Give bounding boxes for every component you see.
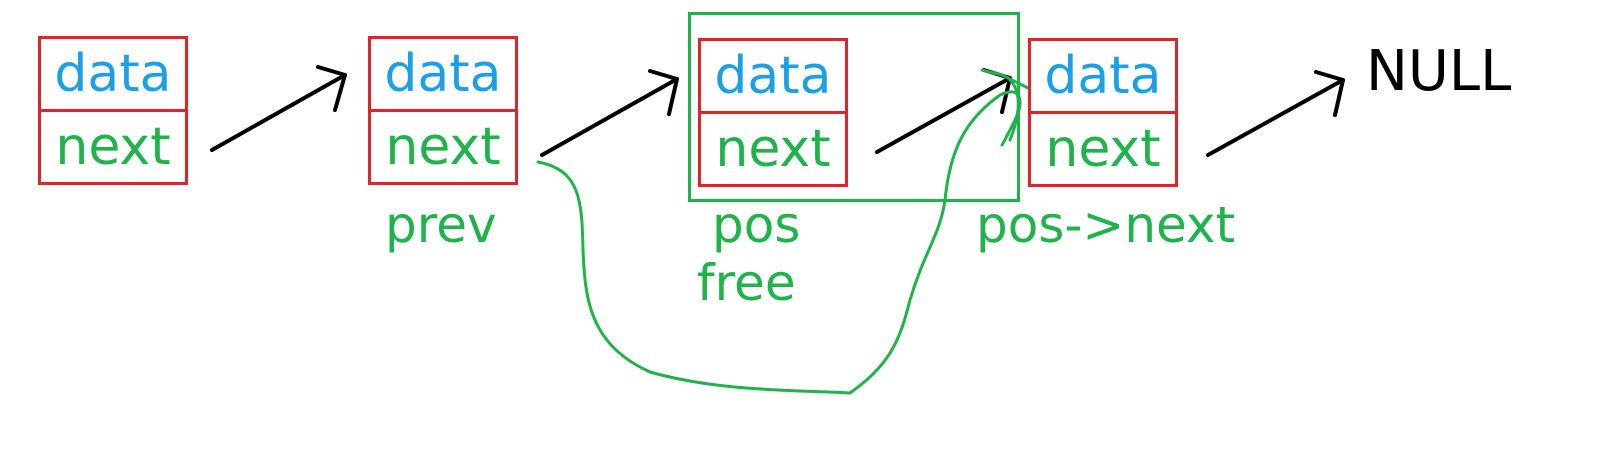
arrow-node1-to-node2 xyxy=(210,65,347,152)
arrow-node2-to-node3 xyxy=(540,69,679,157)
node-data-field: data xyxy=(41,39,185,112)
arrow-node4-to-null xyxy=(1206,70,1345,157)
label-prev: prev xyxy=(385,196,497,254)
list-node-pos: data next xyxy=(698,38,848,187)
label-free: free xyxy=(697,254,796,312)
node-data-field: data xyxy=(371,39,515,112)
node-next-field: next xyxy=(55,117,171,177)
node-next-field: next xyxy=(385,117,501,177)
label-null: NULL xyxy=(1366,39,1512,104)
node-next-field: next xyxy=(715,119,831,179)
label-pos: pos xyxy=(712,196,801,254)
pos-highlight-box xyxy=(688,12,1020,202)
node-next-field: next xyxy=(1045,119,1161,179)
node-data-field: data xyxy=(1031,41,1175,114)
list-node-1: data next xyxy=(38,36,188,185)
node-data-field: data xyxy=(701,41,845,114)
label-pos-next: pos->next xyxy=(976,196,1236,254)
list-node-prev: data next xyxy=(368,36,518,185)
list-node-pos-next: data next xyxy=(1028,38,1178,187)
